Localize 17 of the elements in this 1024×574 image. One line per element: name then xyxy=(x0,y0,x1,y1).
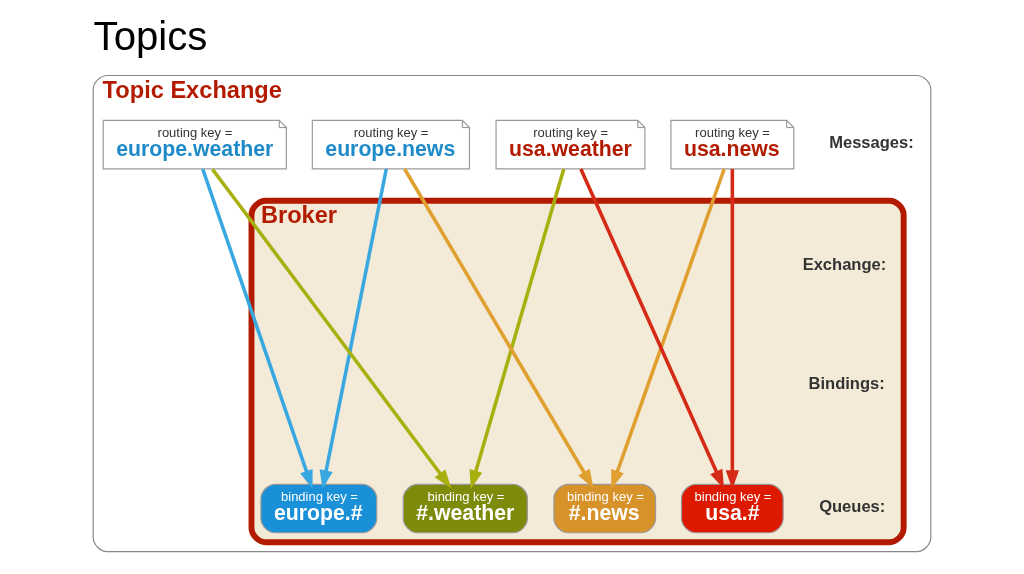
arrow xyxy=(319,168,388,490)
arrow xyxy=(611,168,726,489)
arrow xyxy=(201,168,313,489)
arrow xyxy=(403,168,594,489)
arrow xyxy=(579,168,725,489)
node-box: binding key = europe.# xyxy=(260,483,378,534)
label: Exchange: xyxy=(802,255,887,275)
node-box: binding key = #.weather xyxy=(402,483,528,534)
arrow xyxy=(725,169,739,490)
node-box: binding key = #.news xyxy=(553,483,657,534)
arrow xyxy=(469,168,566,490)
arrow xyxy=(211,168,452,489)
label: Bindings: xyxy=(808,374,885,394)
label: Messages: xyxy=(829,132,914,152)
diagram-title: Topics xyxy=(93,13,208,59)
label: Queues: xyxy=(819,496,886,516)
node-box: binding key = usa.# xyxy=(680,483,784,534)
